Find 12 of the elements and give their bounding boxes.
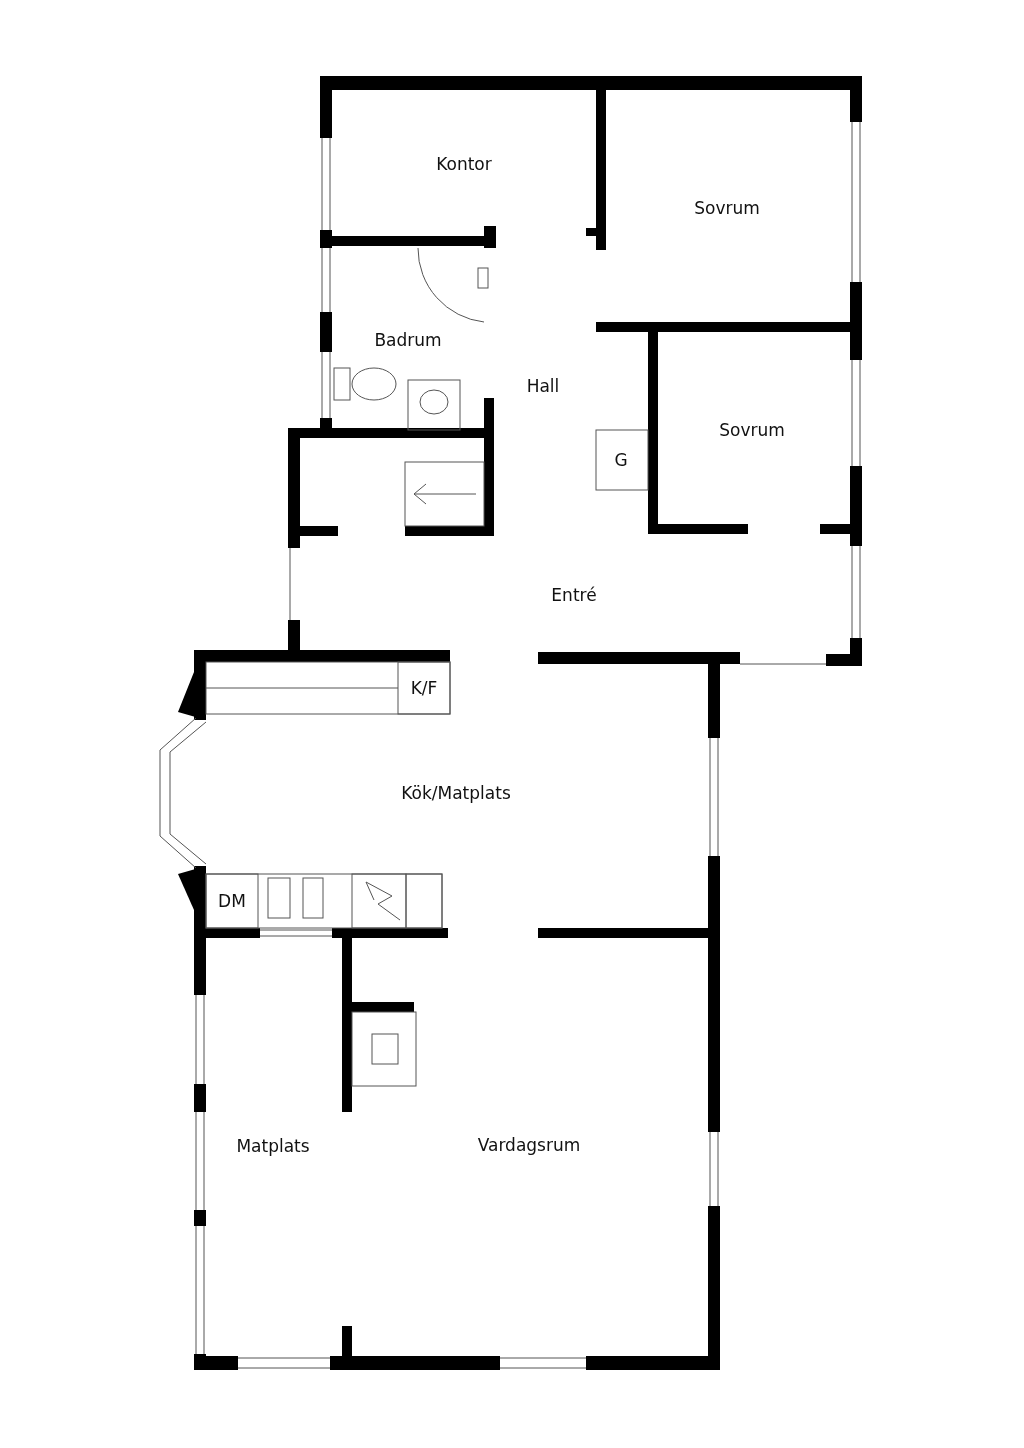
room-label: Matplats [236,1136,310,1156]
room-label: Kök/Matplats [401,783,511,803]
room-label: Hall [526,376,560,396]
room-label: Entré [551,585,597,605]
appliance-label: G [614,450,628,470]
room-label: Sovrum [719,420,785,440]
appliance-label: K/F [410,678,438,698]
room-label: Kontor [436,154,492,174]
room-label: Badrum [374,330,442,350]
appliance-label: DM [218,891,246,911]
room-label: Sovrum [694,198,760,218]
room-label: Vardagsrum [477,1135,581,1155]
